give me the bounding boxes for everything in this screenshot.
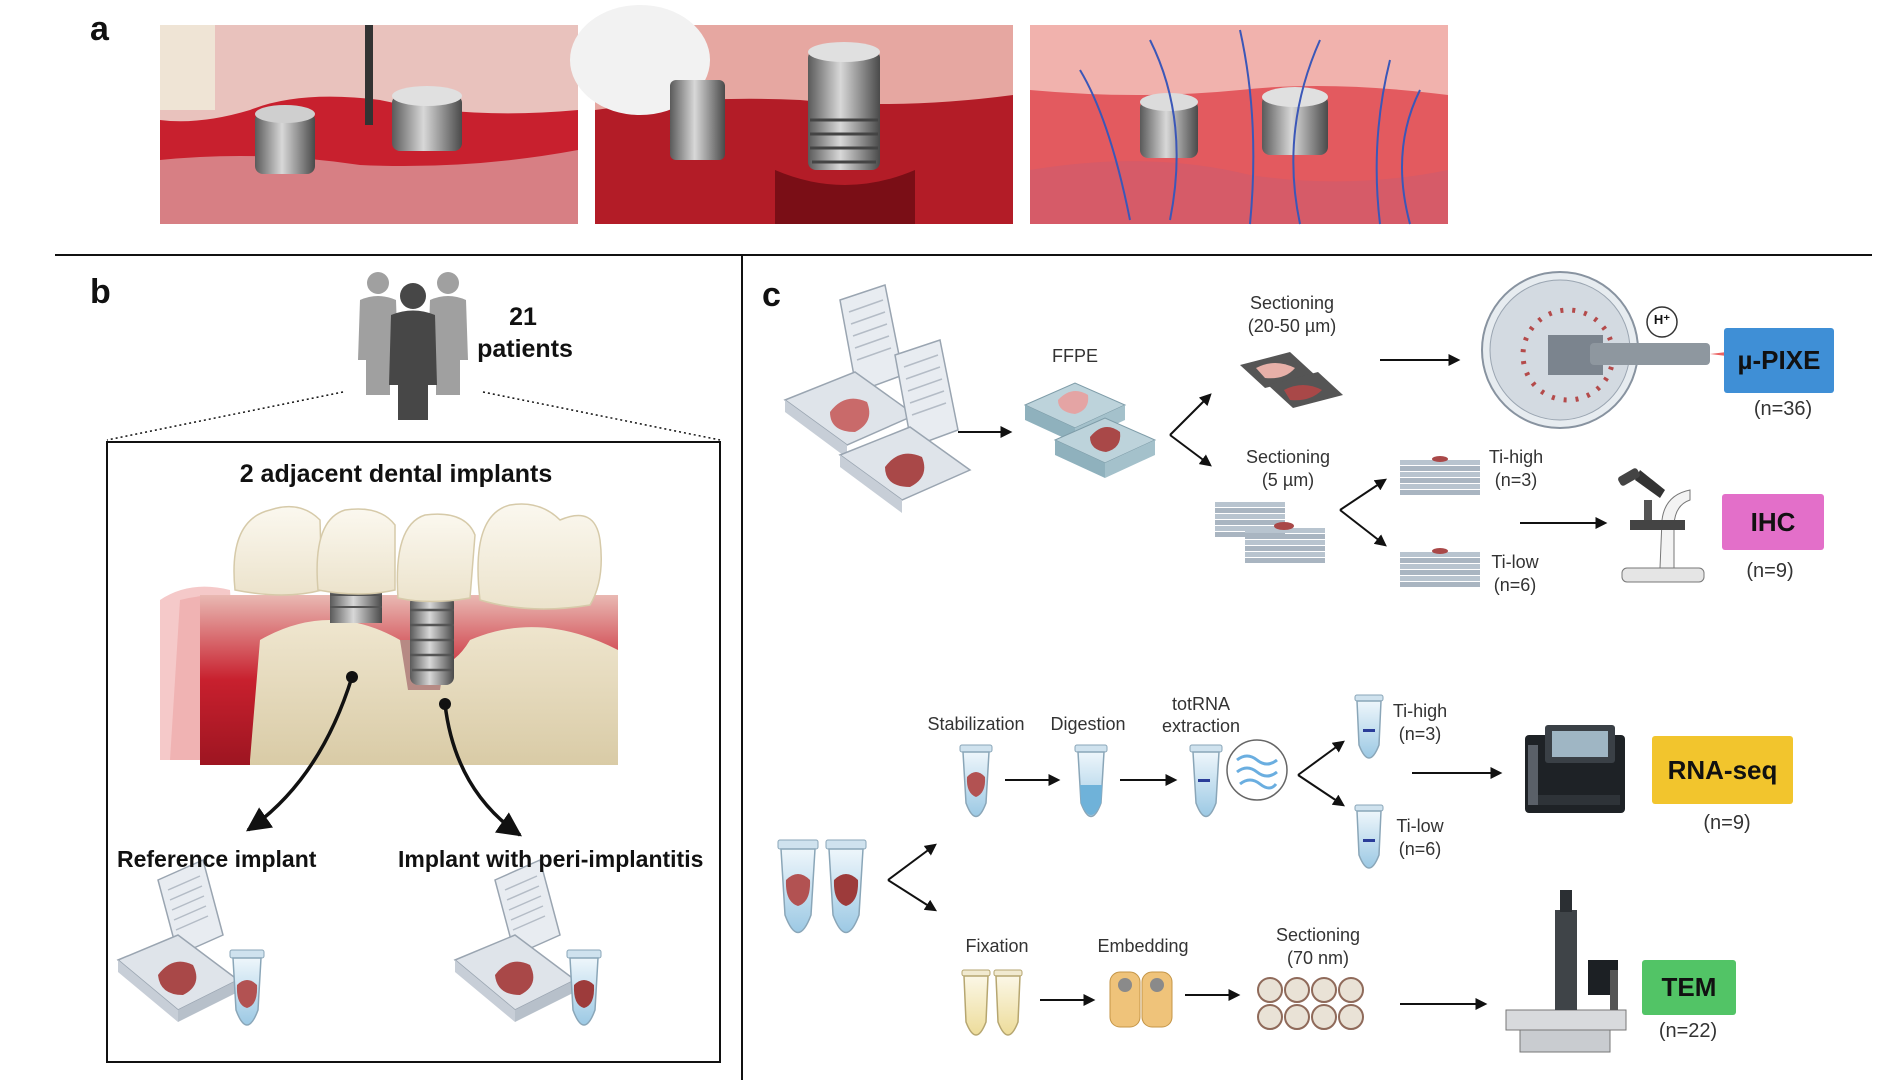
panel-letter-a: a — [90, 10, 109, 48]
proton-label: H⁺ — [1653, 312, 1671, 327]
zoom-line-left — [106, 391, 344, 441]
patient-count: 21 — [509, 303, 537, 331]
ti-low-label-ffpe: Ti-low — [1491, 552, 1539, 572]
implants-box — [106, 441, 721, 1063]
arrow-ffpe-to-thick — [1169, 393, 1212, 436]
ffpe-label: FFPE — [1051, 346, 1099, 366]
stabilization-tube — [959, 744, 993, 818]
proton-icon — [1646, 306, 1678, 338]
cassettes-icon — [783, 284, 972, 513]
ti-low-slides — [1400, 548, 1480, 587]
fixation-label: Fixation — [965, 936, 1029, 956]
arrow-to-tem-branch — [887, 879, 938, 912]
embedding-label: Embedding — [1097, 936, 1189, 956]
ti-high-slides — [1400, 456, 1480, 495]
totrna-label: totRNA — [1171, 694, 1231, 714]
peri-implantitis-label: Implant with peri-implantitis — [398, 846, 704, 872]
reference-tube — [229, 949, 265, 1026]
fixation-tubes — [961, 969, 1023, 1036]
arrow-ffpe-to-thin — [1169, 434, 1212, 467]
dental-implants-illustration — [160, 503, 618, 765]
pixe-badge: µ-PIXE — [1724, 328, 1834, 393]
patients-icon — [358, 272, 468, 420]
peri-cassette — [453, 858, 577, 1022]
ti-high-tube — [1354, 694, 1384, 759]
reference-implant-label: Reference implant — [117, 846, 317, 872]
stabilization-label: Stabilization — [927, 714, 1025, 734]
arrow-to-ti-high-ffpe — [1339, 478, 1387, 511]
arrow-to-reference — [245, 676, 354, 832]
ti-high-label-ffpe: Ti-high — [1488, 447, 1544, 467]
arrow-to-ti-low-ffpe — [1339, 509, 1387, 547]
patients-label: patients — [477, 335, 573, 363]
ti-high-n-ffpe: (n=3) — [1494, 470, 1538, 490]
arrow-to-rna-branch — [887, 843, 937, 881]
sectioning-thick-value: (20-50 µm) — [1247, 316, 1337, 336]
digestion-tube — [1074, 744, 1108, 818]
rna-zoom-icon — [1226, 739, 1288, 801]
clinical-photo-3 — [1030, 25, 1448, 225]
tem-grids — [1257, 977, 1364, 1030]
tem-n: (n=22) — [1658, 1020, 1718, 1042]
arrow-to-ti-high-rna — [1297, 740, 1345, 776]
ti-low-tube — [1354, 804, 1384, 869]
pixe-chamber — [1481, 271, 1760, 429]
panel-letter-b: b — [90, 273, 111, 311]
rnaseq-badge: RNA-seq — [1652, 736, 1793, 804]
thick-sections — [1240, 352, 1343, 408]
sectioning-thin-value: (5 µm) — [1261, 470, 1315, 490]
ti-high-n-rna: (n=3) — [1398, 724, 1442, 744]
sectioning-thick-label: Sectioning — [1249, 293, 1335, 313]
thin-sections-stack — [1215, 502, 1325, 563]
sectioning-ultra-label: Sectioning — [1275, 925, 1361, 945]
ffpe-blocks — [1023, 382, 1157, 478]
ihc-n: (n=9) — [1746, 560, 1794, 582]
zoom-line-right — [482, 391, 721, 441]
box-title: 2 adjacent dental implants — [239, 460, 553, 488]
sectioning-ultra-value: (70 nm) — [1286, 948, 1350, 968]
ihc-badge: IHC — [1722, 494, 1824, 550]
ti-high-label-rna: Ti-high — [1392, 701, 1448, 721]
extraction-label: extraction — [1161, 716, 1241, 736]
sectioning-thin-label: Sectioning — [1245, 447, 1331, 467]
totrna-tube — [1189, 744, 1223, 818]
rnaseq-n: (n=9) — [1703, 812, 1751, 834]
rna-strands — [1236, 754, 1278, 790]
ti-low-n-ffpe: (n=6) — [1493, 575, 1537, 595]
panel-letter-c: c — [762, 276, 781, 314]
arrow-to-ti-low-rna — [1297, 774, 1345, 807]
ti-low-label-rna: Ti-low — [1396, 816, 1444, 836]
reference-cassette — [116, 858, 240, 1022]
ti-low-n-rna: (n=6) — [1398, 839, 1442, 859]
sequencer-icon — [1525, 725, 1625, 813]
arrow-to-peri — [443, 703, 523, 837]
microscope-icon — [1618, 468, 1705, 583]
tem-badge: TEM — [1642, 960, 1736, 1015]
pixe-n: (n=36) — [1753, 398, 1813, 420]
clinical-photo-2 — [570, 5, 1013, 224]
digestion-label: Digestion — [1050, 714, 1126, 734]
start-tubes — [777, 839, 867, 934]
peri-tube — [566, 949, 602, 1026]
embedding-capsules — [1109, 971, 1173, 1028]
tem-microscope-icon — [1505, 890, 1627, 1053]
clinical-photo-1 — [160, 25, 578, 224]
